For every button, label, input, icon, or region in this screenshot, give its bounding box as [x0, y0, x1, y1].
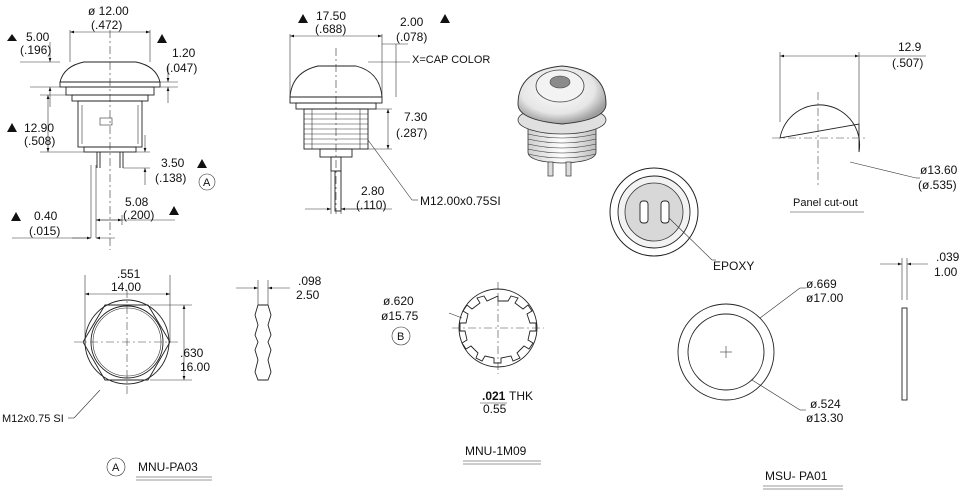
- switch-side-view-right: 17.50 (.688) 2.00 (.078) X=CAP COLOR 7.3…: [289, 9, 501, 214]
- revision-triangle-icon: [169, 206, 179, 215]
- cap-mm-label: 5.00: [26, 30, 50, 44]
- cap-in-label: (.196): [20, 43, 51, 57]
- term-w-in-label: (.110): [356, 198, 386, 212]
- pin-mm-label: 0.40: [34, 209, 58, 223]
- dia-mm-label: ø 12.00: [88, 4, 129, 18]
- ref-a-circle-icon: [106, 457, 126, 477]
- flat-mm-label: 12.9: [898, 40, 922, 54]
- cap-h-in-label: (.078): [396, 30, 427, 44]
- thread-spec-label: M12.00x0.75SI: [420, 194, 501, 208]
- nut-across-mm-label: 16.00: [180, 360, 210, 374]
- thread-len-in-label: (.287): [396, 126, 427, 140]
- dia-in-label: (.472): [91, 18, 122, 32]
- switch-bottom-view: EPOXY: [609, 167, 754, 273]
- pitch-in-label: (.200): [123, 208, 154, 222]
- term-mm-label: 3.50: [161, 156, 185, 170]
- oring-thick-in-label: .039: [936, 250, 960, 264]
- panel-cutout: 12.9 (.507) ø13.60 (ø.535) Panel cut-out: [772, 40, 958, 213]
- washer-dia-mm-label: ø15.75: [381, 309, 419, 323]
- oring-inner-in-label: ø.524: [810, 397, 841, 411]
- oring-thick-mm-label: 1.00: [934, 265, 958, 279]
- washer-part-number: MNU-1M09: [465, 444, 527, 458]
- washer-thk-in-label: .021: [482, 389, 506, 403]
- lock-washer: ø.620 ø15.75 B .021 THK 0.55 MNU-1M09: [381, 282, 544, 465]
- washer-thk-mm-label: 0.55: [483, 402, 507, 416]
- ref-a-circle-icon: [198, 173, 216, 191]
- nut-ref-a: A: [112, 462, 120, 474]
- revision-triangle-icon: [298, 14, 308, 23]
- body-in-label: (.508): [24, 134, 55, 148]
- nut-thread-label: M12x0.75 SI: [2, 413, 64, 425]
- switch-side-view-left: ø 12.00 (.472) 5.00 (.196) 1.20 (.047) 1…: [7, 4, 216, 250]
- washer-dia-in-label: ø.620: [383, 294, 414, 308]
- width-mm-label: 17.50: [316, 9, 346, 23]
- nut-part-number: MNU-PA03: [138, 460, 198, 474]
- revision-triangle-icon: [157, 34, 167, 43]
- revision-triangle-icon: [440, 14, 450, 23]
- term-in-label: (.138): [155, 171, 186, 185]
- o-ring: ø.669 ø17.00 ø.524 ø13.30 MSU- PA01: [677, 277, 844, 490]
- washer-ref-b: B: [397, 331, 404, 343]
- ref-a-label: A: [203, 177, 211, 189]
- nut-thick-mm-label: 2.50: [296, 288, 320, 302]
- thread-len-mm-label: 7.30: [404, 110, 428, 124]
- term-w-mm-label: 2.80: [361, 184, 385, 198]
- lip-in-label: (.047): [166, 61, 197, 75]
- oring-outer-in-label: ø.669: [806, 277, 837, 291]
- panel-cutout-title: Panel cut-out: [793, 197, 858, 209]
- nut-thick-in-label: .098: [298, 274, 322, 288]
- washer-thk-word: THK: [509, 389, 533, 403]
- oring-inner-mm-label: ø13.30: [806, 411, 844, 425]
- lip-mm-label: 1.20: [172, 46, 196, 60]
- nut-across-in-label: .630: [180, 346, 204, 360]
- revision-triangle-icon: [197, 159, 207, 168]
- iso-thread: [527, 133, 597, 159]
- width-in-label: (.688): [315, 22, 346, 36]
- revision-triangle-icon: [7, 34, 17, 41]
- switch-isometric-view: [517, 65, 607, 177]
- nut-width-mm-label: 14.00: [111, 280, 141, 294]
- oring-outer-mm-label: ø17.00: [806, 291, 844, 305]
- revision-triangle-icon: [11, 212, 21, 221]
- flat-in-label: (.507): [892, 56, 923, 70]
- ref-b-circle-icon: [391, 326, 411, 346]
- hex-nut-front: .551 14.00 .630 16.00 M12x0.75 SI A MNU-…: [2, 267, 212, 481]
- cap-h-mm-label: 2.00: [400, 15, 424, 29]
- revision-triangle-icon: [7, 123, 17, 132]
- epoxy-label: EPOXY: [713, 259, 754, 273]
- hex-nut-side: .098 2.50: [236, 274, 322, 381]
- cutout-dia-in-label: (ø.535): [918, 178, 957, 192]
- body-mm-label: 12.90: [24, 121, 54, 135]
- cutout-dia-mm-label: ø13.60: [920, 163, 958, 177]
- cap-color-note: X=CAP COLOR: [412, 54, 490, 66]
- oring-part-number: MSU- PA01: [765, 469, 828, 483]
- pin-in-label: (.015): [29, 224, 60, 238]
- o-ring-side: .039 1.00: [880, 250, 960, 401]
- nut-width-in-label: .551: [117, 267, 141, 281]
- pitch-mm-label: 5.08: [125, 195, 149, 209]
